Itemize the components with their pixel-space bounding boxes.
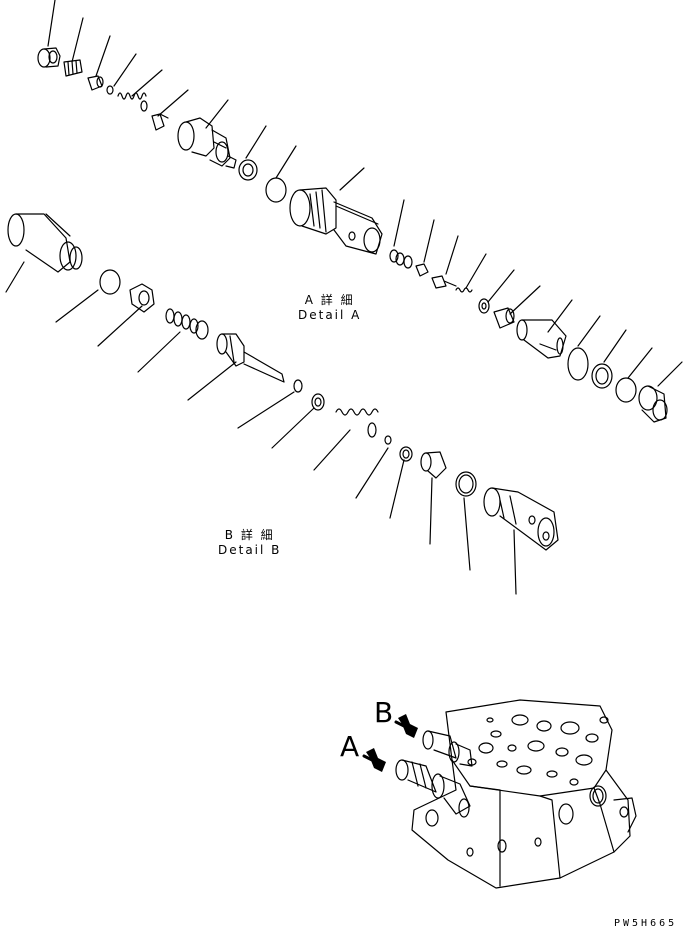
- detail-b-leader-lines: [5, 261, 517, 595]
- arrow-b-icon: [398, 714, 418, 738]
- detail-a-leader-lines: [47, 0, 683, 387]
- direction-arrows: [362, 714, 418, 772]
- detail-b-parts: [7, 213, 559, 551]
- detail-a-parts: [37, 47, 668, 423]
- drawing-code: PW5H665: [614, 918, 678, 929]
- control-valve-assembly: [395, 699, 637, 889]
- detail-b-label-en: Detail B: [218, 543, 282, 557]
- detail-b-label-jp: B 詳 細: [224, 528, 275, 542]
- view-marker-b: B: [374, 696, 394, 729]
- arrow-a-icon: [366, 748, 386, 772]
- detail-a-label-jp: A 詳 細: [304, 293, 355, 307]
- detail-b-label: B 詳 細 Detail B: [218, 528, 281, 558]
- detail-a-label-en: Detail A: [298, 308, 362, 322]
- detail-a-label: A 詳 細 Detail A: [298, 293, 361, 323]
- view-marker-a: A: [340, 730, 360, 763]
